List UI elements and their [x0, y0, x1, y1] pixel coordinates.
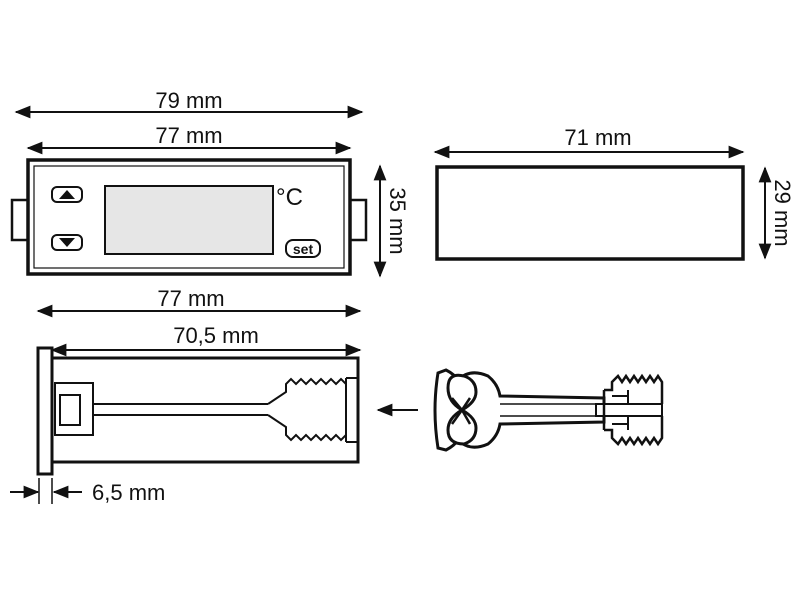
- set-button-label: set: [293, 241, 314, 257]
- cutout-height-label: 29 mm: [770, 179, 795, 246]
- nut-thread-top: [604, 373, 664, 404]
- cutout-width-label: 71 mm: [564, 125, 631, 150]
- set-button-outline: [285, 239, 321, 258]
- down-button: [51, 234, 83, 251]
- arrow-up-icon: [59, 190, 75, 199]
- arrow-down-icon: [59, 238, 75, 247]
- side-width-label: 77 mm: [157, 286, 224, 311]
- front-width-label: 77 mm: [155, 123, 222, 148]
- nut-bore: [595, 403, 663, 417]
- body-depth-label: 70,5 mm: [173, 323, 259, 348]
- front-view: 79 mm 77 mm °C set 35 mm: [10, 88, 410, 278]
- up-button: [51, 186, 83, 203]
- clip-detail-view: [376, 368, 664, 452]
- thread-top: [267, 377, 347, 405]
- thread-bottom: [267, 414, 347, 442]
- celsius-label: °C: [276, 184, 303, 211]
- mounting-clip-tab: [59, 394, 81, 426]
- front-plate: [36, 346, 54, 476]
- panel-thickness-label: 6,5 mm: [92, 480, 165, 505]
- housing-body: [50, 356, 360, 464]
- cutout-view: 71 mm 29 mm: [433, 125, 795, 261]
- overall-width-label: 79 mm: [155, 88, 222, 113]
- nut-thread-bottom: [604, 416, 664, 447]
- side-view: 77 mm 70,5 mm 6,5 mm: [10, 286, 362, 505]
- front-height-label: 35 mm: [385, 187, 410, 254]
- lcd-display: [104, 185, 274, 255]
- panel-cutout: [435, 165, 745, 261]
